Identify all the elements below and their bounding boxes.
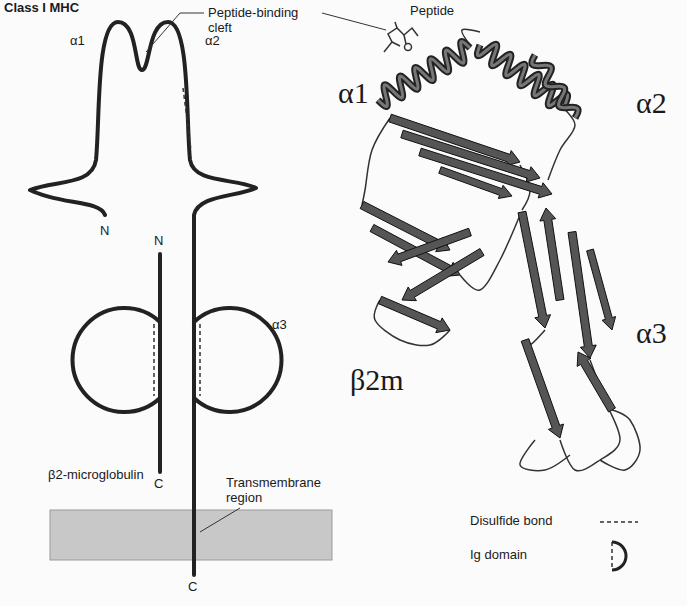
part-label: C: [188, 580, 197, 595]
helix: [477, 44, 567, 106]
leader-line: [146, 13, 204, 52]
part-label: Peptide-binding cleft: [208, 6, 316, 36]
legend-text: Disulfide bond: [470, 514, 552, 529]
beta-strand: [388, 228, 471, 265]
helix-shade: [477, 44, 567, 106]
beta-strand: [521, 339, 563, 438]
helix: [378, 41, 470, 106]
beta-strand: [587, 249, 616, 330]
part-label: α1: [70, 34, 85, 49]
loop: [520, 440, 570, 471]
ribbon-structure: [360, 29, 640, 470]
beta-strand: [540, 208, 564, 301]
disulfide-bond: [199, 324, 201, 396]
ig-domain-sample: [590, 536, 650, 576]
domain-label: α3: [636, 318, 667, 348]
title: Class I MHC: [4, 1, 79, 16]
disulfide-sample: [590, 502, 650, 542]
loop: [362, 118, 390, 205]
domain-label: α2: [636, 88, 667, 118]
beta-strand: [378, 296, 450, 332]
helix-shade: [378, 41, 470, 106]
dashed-line: [600, 521, 638, 523]
part-label: α2: [205, 34, 220, 49]
domain-label: α1: [338, 78, 369, 108]
beta-strand: [402, 249, 484, 301]
part-label: β2-microglobulin: [48, 468, 144, 483]
beta-strand: [419, 148, 552, 198]
loop: [548, 105, 575, 180]
heavy-chain: [30, 22, 256, 575]
legend-text: Ig domain: [470, 548, 527, 563]
membrane-band: [50, 510, 332, 560]
disulfide-bond: [153, 324, 155, 396]
part-label: C: [154, 477, 163, 492]
alpha3-domain: [194, 308, 281, 412]
domain-label: β2m: [350, 365, 404, 395]
helix: [532, 55, 578, 118]
leader-line: [200, 508, 240, 532]
part-label: Peptide: [410, 4, 454, 19]
part-label: N: [154, 234, 163, 249]
leader-line: [322, 13, 386, 30]
loop: [600, 410, 640, 470]
loop: [460, 215, 520, 290]
beta-strand: [577, 352, 615, 412]
dashed-line: [611, 542, 613, 570]
part-label: Transmembrane region: [226, 476, 336, 506]
b2m-domain: [73, 308, 160, 412]
disulfide-bond: [183, 88, 191, 150]
ring: [612, 542, 626, 570]
beta-strand: [439, 167, 512, 199]
peptide: [384, 22, 418, 52]
helix-shade: [532, 55, 578, 118]
part-label: N: [100, 224, 109, 239]
b2m-chain: [158, 254, 162, 472]
part-label: α3: [272, 318, 287, 333]
